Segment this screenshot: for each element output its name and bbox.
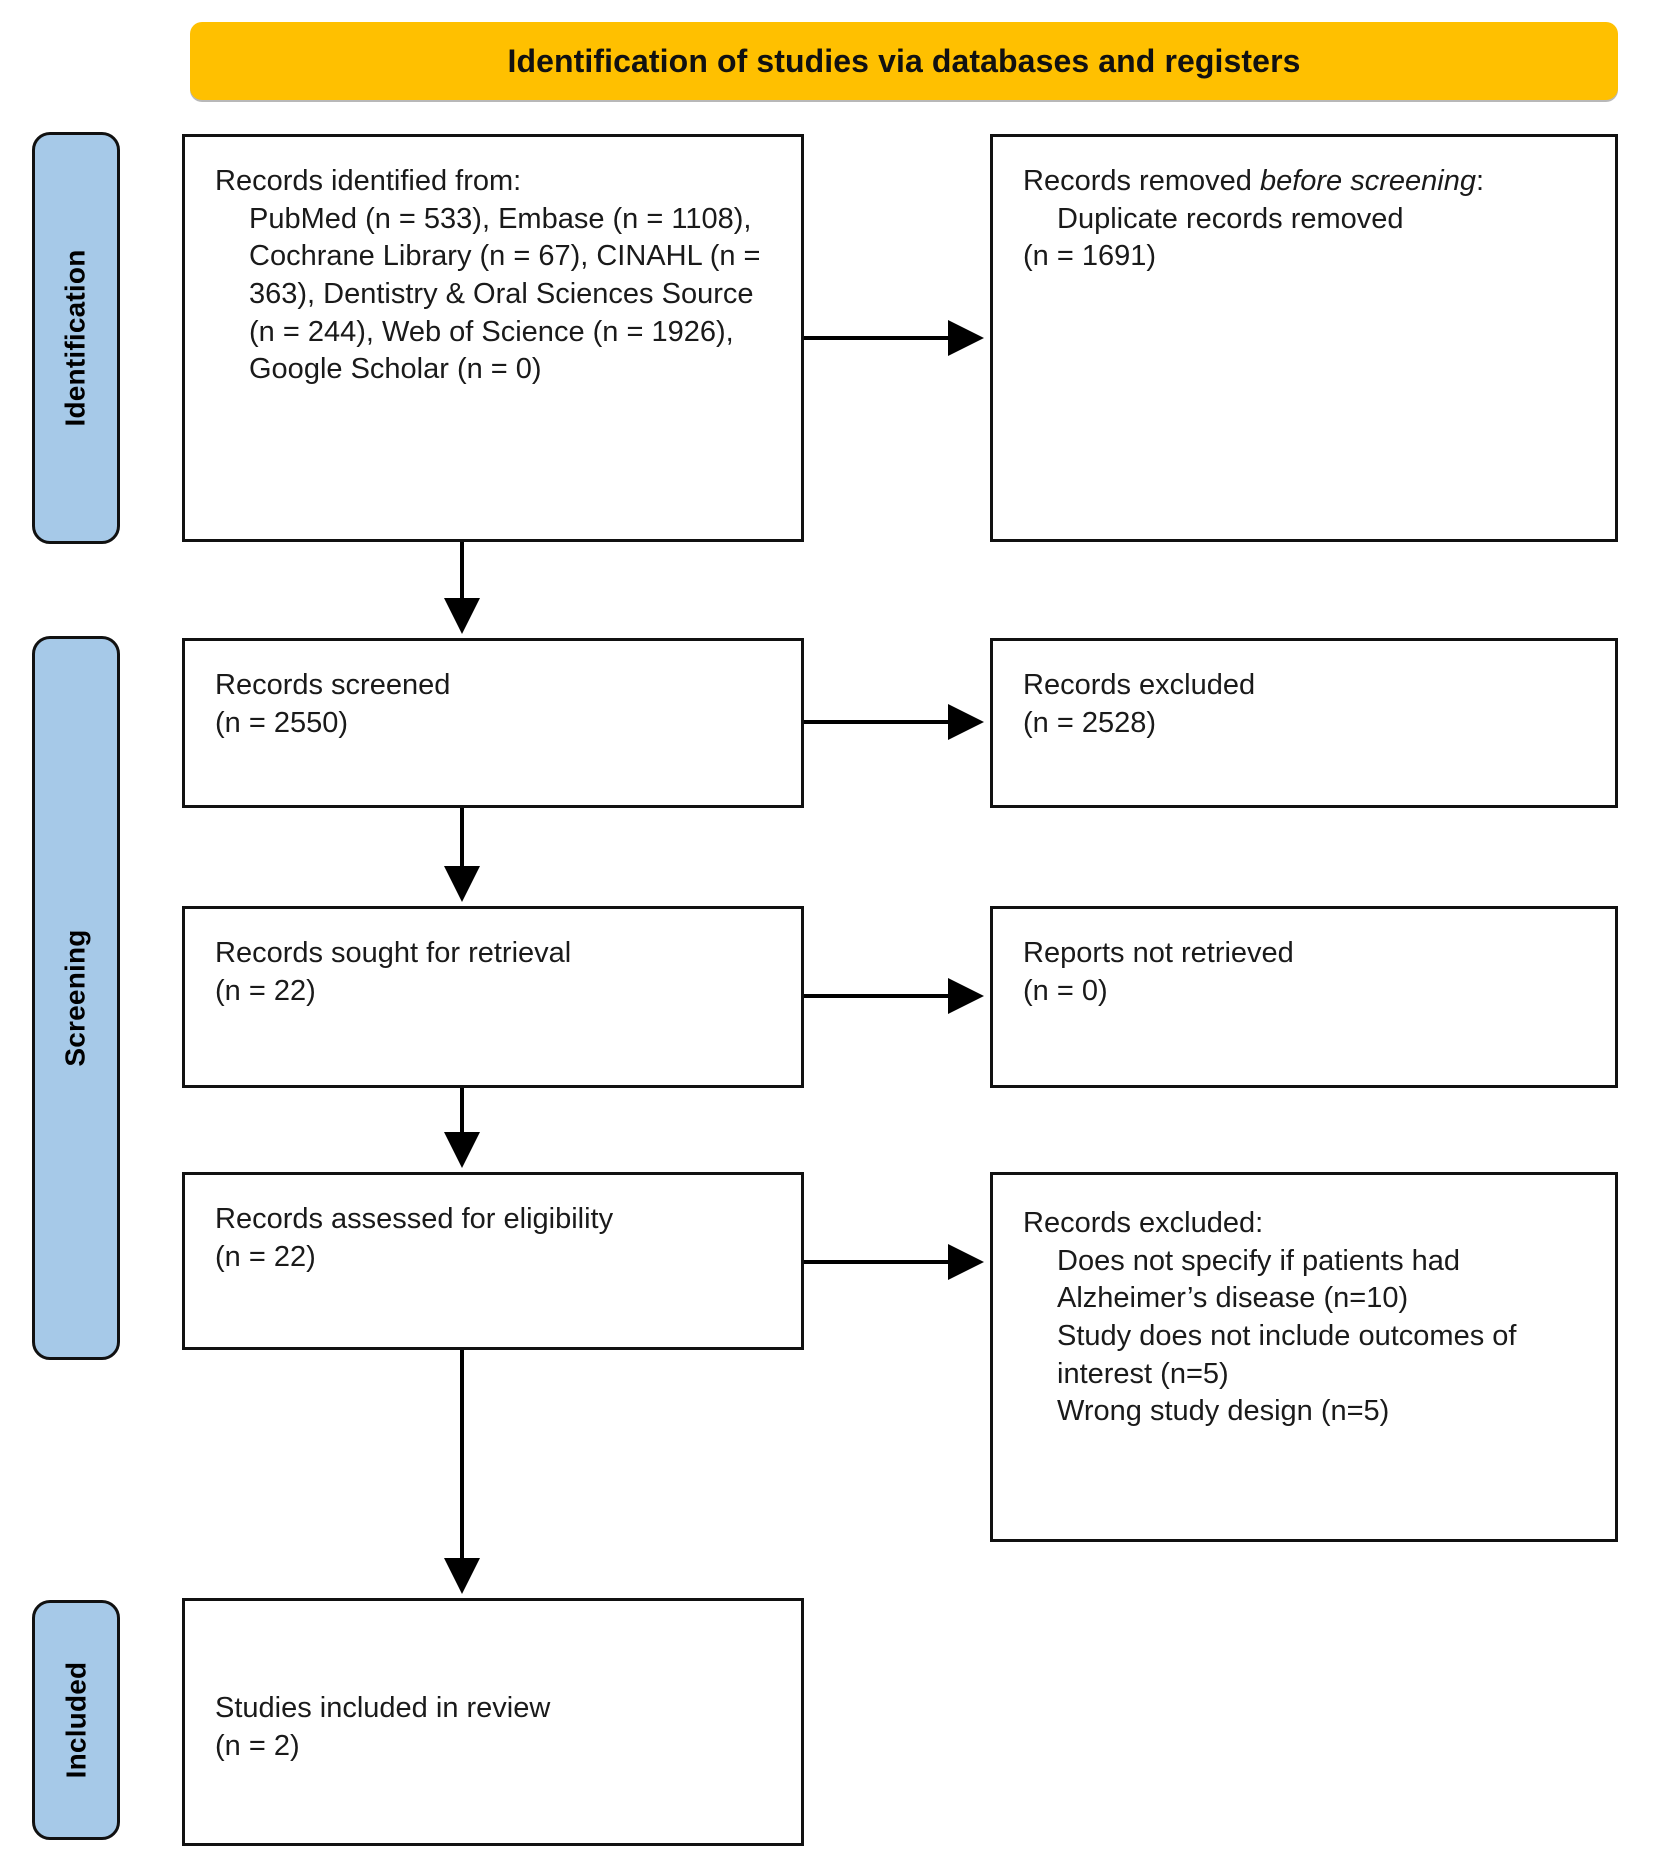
diagram-header-banner: Identification of studies via databases … [190, 22, 1618, 100]
records-removed-heading-post: : [1475, 165, 1485, 197]
box-records-removed: Records removed before screening: Duplic… [990, 134, 1618, 542]
records-screened-count: (n = 2550) [215, 706, 349, 739]
studies-included-heading: Studies included in review [215, 1692, 551, 1725]
box-studies-included-in-review: Studies included in review (n = 2) [182, 1598, 804, 1846]
records-removed-heading-italic: before screening [1259, 165, 1476, 197]
box-records-excluded-screening: Records excluded (n = 2528) [990, 638, 1618, 808]
stage-tab-included: Included [32, 1600, 120, 1840]
box-records-sought-for-retrieval: Records sought for retrieval (n = 22) [182, 906, 804, 1088]
records-assessed-count: (n = 22) [215, 1240, 316, 1273]
box-records-excluded-eligibility: Records excluded: Does not specify if pa… [990, 1172, 1618, 1542]
exclusion-reason-2: Study does not include outcomes of inter… [1057, 1320, 1525, 1390]
exclusion-reason-3: Wrong study design (n=5) [1057, 1395, 1390, 1428]
box-records-identified: Records identified from: PubMed (n = 533… [182, 134, 804, 542]
stage-tab-screening: Screening [32, 636, 120, 1360]
records-screened-heading: Records screened [215, 669, 451, 701]
records-excluded-eligibility-heading: Records excluded: [1023, 1207, 1264, 1239]
records-removed-heading-pre: Records removed [1023, 165, 1260, 197]
records-sought-heading: Records sought for retrieval [215, 937, 572, 969]
records-assessed-heading: Records assessed for eligibility [215, 1203, 614, 1235]
records-sought-count: (n = 22) [215, 974, 316, 1007]
box-records-assessed-for-eligibility: Records assessed for eligibility (n = 22… [182, 1172, 804, 1350]
records-removed-heading: Records removed before screening: [1023, 163, 1595, 201]
stage-tab-identification-label: Identification [60, 249, 91, 427]
duplicate-records-removed-count: (n = 1691) [1023, 240, 1157, 273]
records-identified-sources: PubMed (n = 533), Embase (n = 1108), Coc… [249, 202, 769, 386]
duplicate-records-removed-label: Duplicate records removed [1057, 202, 1404, 235]
reports-not-retrieved-count: (n = 0) [1023, 974, 1108, 1007]
reports-not-retrieved-heading: Reports not retrieved [1023, 937, 1294, 969]
stage-tab-screening-label: Screening [60, 929, 91, 1067]
studies-included-count: (n = 2) [215, 1730, 300, 1762]
records-excluded-screening-heading: Records excluded [1023, 669, 1256, 701]
records-excluded-screening-count: (n = 2528) [1023, 706, 1157, 739]
box-reports-not-retrieved: Reports not retrieved (n = 0) [990, 906, 1618, 1088]
records-identified-heading: Records identified from: [215, 165, 522, 197]
stage-tab-identification: Identification [32, 132, 120, 544]
banner-title: Identification of studies via databases … [507, 42, 1301, 79]
box-records-screened: Records screened (n = 2550) [182, 638, 804, 808]
exclusion-reason-1: Does not specify if patients had Alzheim… [1057, 1244, 1467, 1315]
stage-tab-included-label: Included [60, 1661, 91, 1779]
